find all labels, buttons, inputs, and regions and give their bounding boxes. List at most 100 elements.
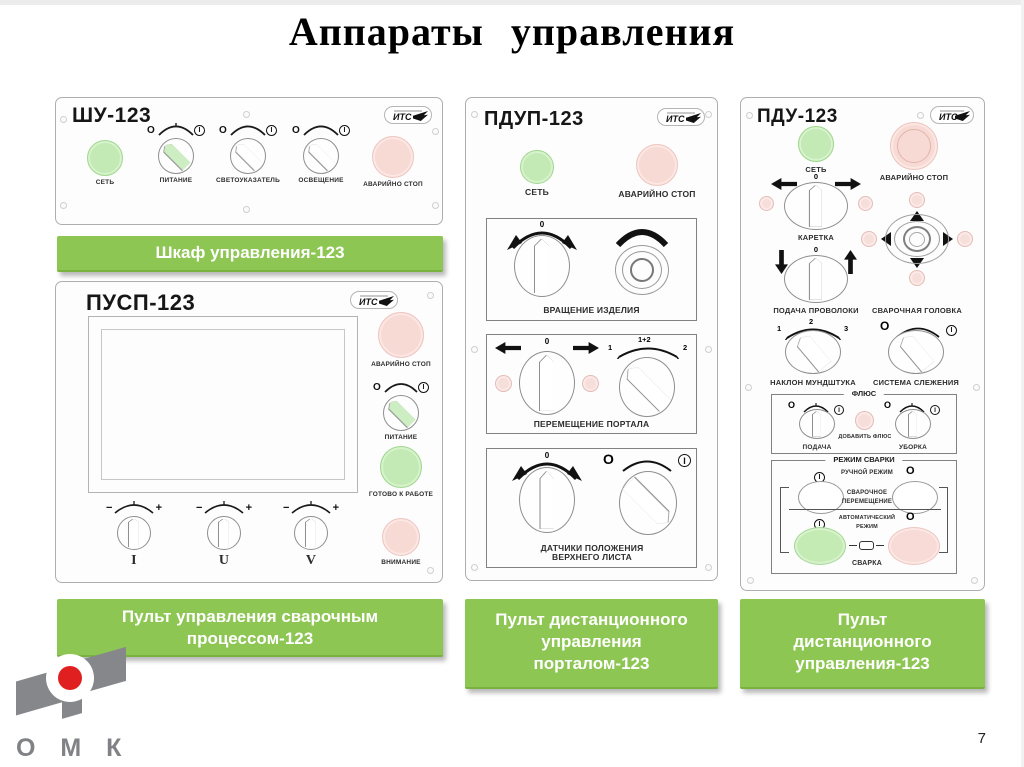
knob-body <box>158 138 194 174</box>
mode-label: СВАРОЧНОЕ ПЕРЕМЕЩЕНИЕ <box>841 490 893 505</box>
arc-scale <box>204 501 244 514</box>
flux-feed-knob[interactable] <box>799 409 835 439</box>
knob-body <box>230 138 266 174</box>
control-label: ВНИМАНИЕ <box>381 559 421 566</box>
mark-2: 2 <box>683 343 688 352</box>
manual-weld-start-button[interactable] <box>798 481 844 514</box>
control-label: I <box>131 553 137 568</box>
pitanie-knob[interactable]: О I ПИТАНИЕ <box>136 120 216 184</box>
add-flux-light <box>855 411 874 430</box>
screw-hole <box>747 577 754 584</box>
pitanie-knob[interactable]: О I ПИТАНИЕ <box>366 378 436 441</box>
svetoukazatel-knob[interactable]: О I СВЕТОУКАЗАТЕЛЬ <box>208 120 288 184</box>
panel-title: ПДУ-123 <box>757 106 838 127</box>
arc-scale <box>622 460 672 472</box>
mark-zero: 0 <box>544 337 550 346</box>
its-swoosh-icon <box>686 113 701 123</box>
screw-hole <box>705 346 712 353</box>
control-label: ГОТОВО К РАБОТЕ <box>368 491 434 498</box>
travel-line <box>789 509 941 510</box>
arc-scale <box>291 501 331 514</box>
set-indicator[interactable]: СЕТЬ <box>65 140 145 186</box>
knob-body <box>383 395 419 431</box>
current-knob[interactable]: − + I <box>99 500 169 569</box>
portal-select-knob[interactable] <box>619 357 675 417</box>
group-label: ДАТЧИКИ ПОЛОЖЕНИЯ ВЕРХНЕГО ЛИСТА <box>540 543 644 562</box>
carriage-knob[interactable] <box>784 182 848 230</box>
arc-scale <box>616 347 680 359</box>
weld-switch <box>859 541 874 550</box>
tracking-system-knob[interactable] <box>888 330 944 374</box>
arc-scale <box>114 501 154 514</box>
control-label: ПОДАЧА <box>802 444 832 451</box>
mark-on: I <box>418 381 429 393</box>
bracket-right <box>939 487 948 553</box>
screw-hole <box>917 112 924 119</box>
arc-scale <box>230 125 266 136</box>
auto-weld-start-button[interactable] <box>794 527 846 565</box>
slide-top-edge <box>0 0 1024 5</box>
set-indicator[interactable]: СЕТЬ <box>506 150 568 197</box>
omk-letters: О М К <box>16 734 131 762</box>
caption-welding-process-console: Пульт управления сварочным процессом-123 <box>57 599 443 657</box>
arc-scale <box>158 123 194 136</box>
auto-weld-stop-button[interactable] <box>888 527 940 565</box>
attention-indicator[interactable]: ВНИМАНИЕ <box>366 518 436 566</box>
indicator-light <box>759 196 774 211</box>
control-label: СВАРОЧНАЯ ГОЛОВКА <box>872 306 962 315</box>
button-lens <box>890 122 938 170</box>
mark-plus: + <box>245 502 252 514</box>
mode-label: АВТОМАТИЧЕСКИЙ РЕЖИМ <box>838 515 896 530</box>
mark-3: 3 <box>844 324 849 333</box>
indicator-lens <box>87 140 123 176</box>
panel-pusp: ПУСП-123 ИТС АВАРИЙНО СТОП О I ПИТАНИЕ Г… <box>55 281 443 583</box>
knob-body <box>207 516 241 550</box>
caption-portal-remote: Пульт дистанционного управления порталом… <box>465 599 718 689</box>
control-label: АВАРИЙНО СТОП <box>363 181 423 188</box>
mark-1-2: 1+2 <box>638 335 651 344</box>
screw-hole <box>427 292 434 299</box>
sensors-knob[interactable] <box>519 467 575 533</box>
arrow-right-icon <box>573 342 599 354</box>
emergency-stop-button[interactable]: АВАРИЙНО СТОП <box>366 312 436 368</box>
speed-knob[interactable]: − + V <box>276 500 346 569</box>
mark-on: I <box>339 124 350 136</box>
rotation-speed-dial[interactable] <box>615 245 669 295</box>
rotation-knob[interactable] <box>514 235 570 297</box>
panel-title: ПДУП-123 <box>484 108 584 130</box>
screw-hole <box>60 116 67 123</box>
control-label: ПОДАЧА ПРОВОЛОКИ <box>773 306 859 315</box>
control-label: СЕТЬ <box>805 165 827 174</box>
screw-hole <box>705 564 712 571</box>
mark-zero: 0 <box>539 220 545 229</box>
connector-dash <box>876 545 884 546</box>
flux-remove-knob[interactable] <box>895 409 931 439</box>
control-label: КАРЕТКА <box>798 233 834 242</box>
indicator-lens <box>798 126 834 162</box>
its-swoosh-icon <box>413 111 428 121</box>
portal-move-knob[interactable] <box>519 351 575 415</box>
indicator-lens <box>382 518 420 556</box>
slide-right-edge <box>1021 0 1024 767</box>
mouthpiece-tilt-knob[interactable] <box>785 330 841 374</box>
its-badge: ИТС <box>384 106 432 124</box>
sensors-power-knob[interactable] <box>619 471 677 535</box>
its-swoosh-icon <box>379 296 394 306</box>
indicator-light <box>909 270 925 286</box>
sensors-group: 0 О I ДАТЧИКИ ПОЛОЖЕНИЯ ВЕРХНЕГО ЛИСТА <box>486 448 697 568</box>
wire-feed-knob[interactable] <box>784 255 848 303</box>
voltage-knob[interactable]: − + U <box>189 500 259 569</box>
set-indicator[interactable]: СЕТЬ <box>796 126 836 174</box>
emergency-stop-button[interactable]: АВАРИЙНО СТОП <box>353 136 433 188</box>
mark-off: О <box>373 382 381 393</box>
screw-hole <box>746 112 753 119</box>
ready-indicator[interactable]: ГОТОВО К РАБОТЕ <box>366 446 436 498</box>
emergency-stop-button[interactable]: АВАРИЙНО СТОП <box>874 122 954 182</box>
osveshchenie-knob[interactable]: О I ОСВЕЩЕНИЕ <box>281 120 361 184</box>
mark-on: I <box>834 399 844 417</box>
emergency-stop-button[interactable]: АВАРИЙНО СТОП <box>616 144 698 199</box>
mark-off: О <box>292 125 300 136</box>
welding-head-joystick[interactable] <box>885 214 949 264</box>
manual-weld-stop-button[interactable] <box>892 481 938 514</box>
mark-off: О <box>906 465 915 477</box>
